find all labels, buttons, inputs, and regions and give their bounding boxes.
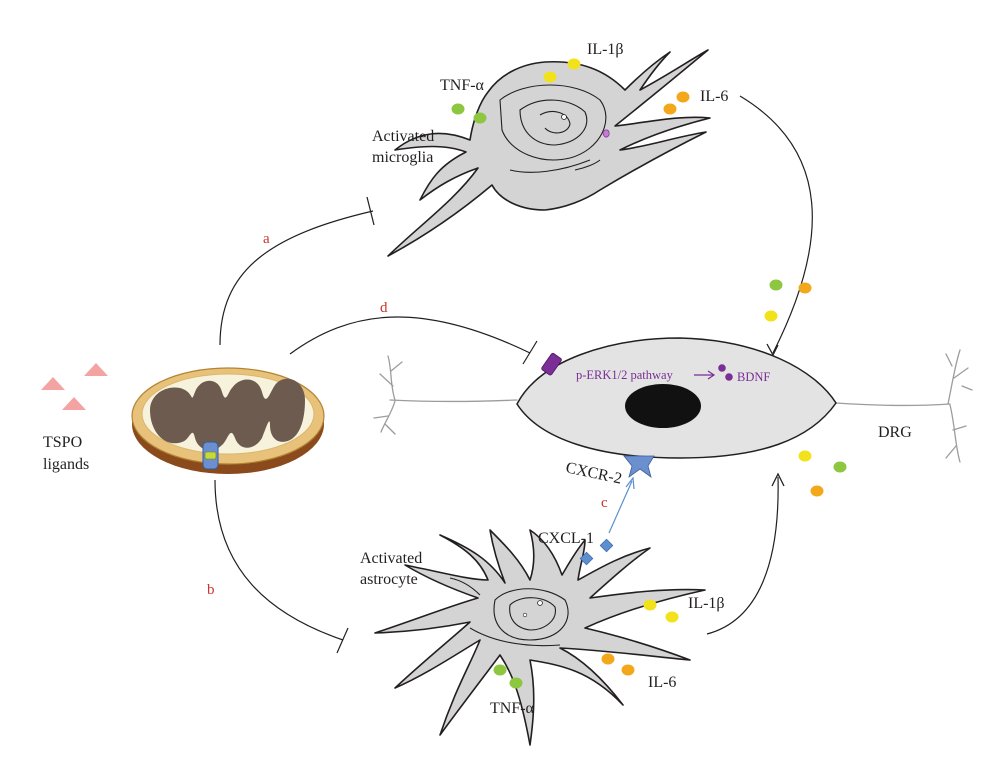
astrocyte-to-drg-arrow [706,472,785,635]
il6-dot [810,485,824,497]
activated-microglia [387,49,711,257]
il6-to-drg-arrow [739,95,813,357]
bdnf-molecule [718,364,733,381]
tspo-protein [202,441,219,470]
il1b-dot [643,599,657,611]
tnf-dot [769,279,783,291]
tnf-dot [493,664,507,676]
pathway-d-label: d [380,300,388,316]
tnf-dot [509,677,523,689]
drg-neuron: p-ERK1/2 pathway BDNF [373,337,973,478]
neuron-dendrites-right [835,349,973,463]
tnf-dot [473,112,487,124]
cxcr2-receptor-shape [623,455,655,478]
neuron-nucleus [625,384,701,428]
microglia-label-line2: microglia [372,149,433,166]
il1b-dot [798,450,812,462]
tspo-ligands [41,363,108,410]
il1b-dot [543,71,557,83]
tnf-bottom-label: TNF-α [490,700,535,717]
cxcl1-molecules [579,538,614,566]
il6-dot [621,664,635,676]
tspo-ligands-label-line2: ligands [43,456,89,473]
il6-bottom-label: IL-6 [648,674,676,691]
mitochondrial-cristae [150,378,305,451]
tnf-dot [451,103,465,115]
pathway-d-inhibition [289,316,538,365]
il6-dot [601,653,615,665]
ligand-triangle [84,363,108,376]
microglia-label-line1: Activated [372,128,434,145]
neuron-membrane-receptor [541,352,562,376]
drg-upper-cytokines [764,279,812,322]
pathway-c-arrow [608,476,635,534]
tspo-ligands-label-line1: TSPO [43,434,82,451]
pathway-b-inhibition [214,479,349,654]
cxcl1-diamond [579,551,594,566]
microglia-cytokines [451,58,690,124]
perk-pathway-label: p-ERK1/2 pathway [576,368,674,382]
astrocyte-cytokines [493,599,679,689]
mitochondrion [131,367,325,474]
ligand-triangle [41,377,65,390]
tnf-dot [833,461,847,473]
drg-lower-cytokines [798,450,847,497]
perk-to-bdnf-arrow [694,370,716,380]
astrocyte-label-line1: Activated [360,550,422,567]
pathway-c-label: c [601,495,608,511]
tnf-top-label: TNF-α [440,77,485,94]
ligand-triangle [62,397,86,410]
astrocyte-label-line2: astrocyte [360,571,418,588]
il6-dot [676,91,690,103]
pathway-a-inhibition [219,196,375,346]
il1b-dot [764,310,778,322]
il1b-dot [665,611,679,623]
pathway-a-label: a [263,231,270,247]
bdnf-label: BDNF [737,370,770,384]
il1b-top-label: IL-1β [587,41,624,58]
il6-dot [663,103,677,115]
cxcr2-label: CXCR-2 [564,459,623,487]
il6-dot [798,282,812,294]
cxcl1-diamond [599,538,614,553]
il1b-dot [567,58,581,70]
neuron-dendrites-left [373,355,518,435]
drg-label: DRG [878,424,912,441]
activated-astrocyte [374,529,706,746]
il1b-bottom-label: IL-1β [688,595,725,612]
il6-top-label: IL-6 [700,88,728,105]
cxcl1-label: CXCL-1 [538,530,594,547]
pathway-b-label: b [207,582,215,598]
